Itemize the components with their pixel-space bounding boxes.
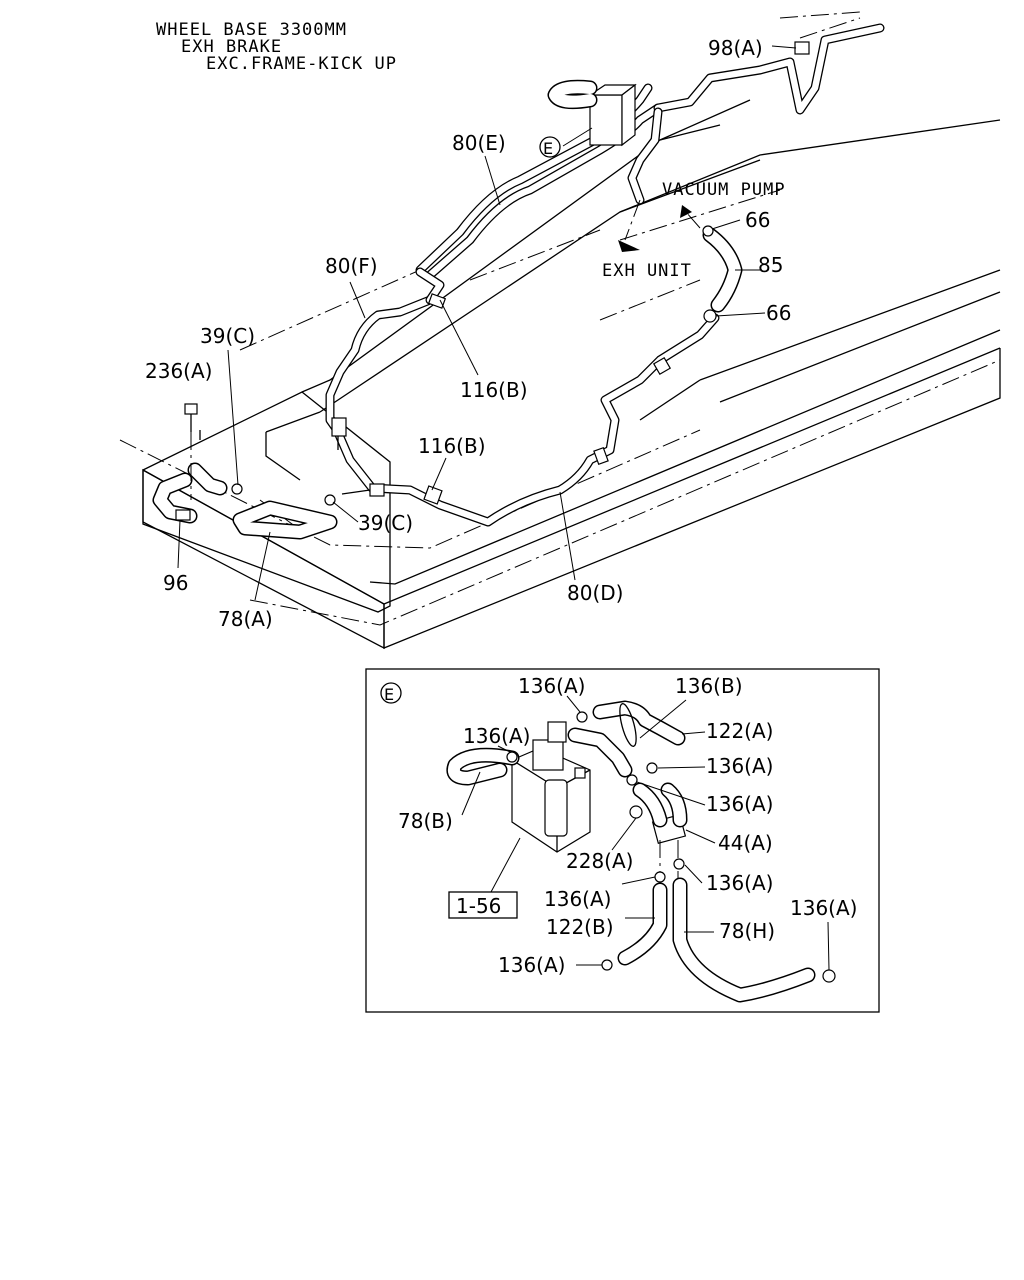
clamp-66-top — [702, 225, 714, 237]
centerline-3 — [619, 189, 781, 241]
joint-80d — [593, 446, 609, 466]
label-39c-bottom: 39(C) — [358, 511, 413, 535]
label-116b-bottom: 116(B) — [418, 434, 486, 458]
label-80d: 80(D) — [567, 581, 623, 605]
detail-clamp-4 — [626, 774, 638, 786]
frame-lower-rail-top — [142, 347, 1001, 605]
bolt-236a-head — [184, 403, 198, 415]
callout-circle-e-main — [539, 136, 561, 158]
main-labels: 98(A) 80(E) E VACUUM PUMP 66 EXH UNIT 85… — [145, 36, 791, 631]
chassis-frame — [119, 11, 1001, 650]
label-96: 96 — [163, 571, 188, 595]
detail-label-122a: 122(A) — [706, 719, 773, 743]
detail-clamp-3 — [646, 762, 658, 774]
detail-label-228a: 228(A) — [566, 849, 633, 873]
label-66-top: 66 — [745, 208, 770, 232]
frame-upper-rail-4 — [619, 119, 1001, 213]
detail-filter-cylinder — [544, 779, 568, 837]
frame-lower-rail-edge — [383, 348, 1001, 649]
bolt-39c — [341, 489, 371, 495]
cross-member-left — [265, 432, 301, 481]
reference-label-1-56: 1-56 — [456, 894, 501, 918]
detail-label-122b: 122(B) — [546, 915, 614, 939]
joint-116b-top — [427, 293, 447, 309]
centerline-7 — [239, 269, 421, 351]
centerline-9 — [799, 17, 861, 39]
label-80e: 80(E) — [452, 131, 506, 155]
detail-label-78b: 78(B) — [398, 809, 453, 833]
header-line-wheel-base: WHEEL BASE 3300MM — [156, 20, 347, 40]
detail-nut-228a — [629, 805, 643, 819]
frame-mid-rail-1 — [699, 269, 1001, 381]
frame-lower-rail-inner — [369, 329, 1001, 585]
detail-valve-fitting — [574, 767, 586, 779]
detail-e-callout-circle — [380, 682, 402, 704]
label-78a: 78(A) — [218, 607, 273, 631]
detail-label-136a-4: 136(A) — [706, 792, 773, 816]
label-66-bottom: 66 — [766, 301, 791, 325]
main-fittings — [175, 41, 810, 521]
header-line-frame-kick-up: EXC.FRAME-KICK UP — [206, 54, 397, 74]
label-98a: 98(A) — [708, 36, 763, 60]
label-80f: 80(F) — [325, 254, 378, 278]
detail-label-136a-7: 136(A) — [790, 896, 857, 920]
label-39c-top: 39(C) — [200, 324, 255, 348]
centerline-6 — [249, 359, 1001, 626]
joint-80d-upper — [652, 356, 672, 376]
detail-label-78h: 78(H) — [719, 919, 775, 943]
fitting-98a — [794, 41, 810, 55]
detail-clamp-8 — [822, 969, 836, 983]
fitting-39c — [369, 483, 385, 497]
detail-label-136a-8: 136(A) — [498, 953, 565, 977]
frame-mid-rail-2 — [719, 291, 1001, 403]
exh-valve-side — [621, 83, 636, 147]
vacuum-pipes — [152, 23, 885, 540]
detail-e-circle-label: E — [384, 685, 394, 704]
centerline-8 — [779, 11, 861, 19]
detail-e-border — [365, 668, 880, 1013]
header-text: WHEEL BASE 3300MM EXH BRAKE EXC.FRAME-KI… — [156, 20, 397, 74]
main-leader-lines — [177, 45, 797, 601]
label-exh-unit: EXH UNIT — [602, 261, 692, 281]
label-116b-top: 116(B) — [460, 378, 528, 402]
cross-member-top — [265, 411, 321, 433]
detail-hose-clamp-136b — [619, 703, 637, 747]
reference-box-1-56 — [448, 891, 518, 919]
detail-label-136a-2: 136(A) — [463, 724, 530, 748]
detail-label-136a-3: 136(A) — [706, 754, 773, 778]
clamp-66-bottom — [703, 309, 717, 323]
detail-clamp-7 — [601, 959, 613, 971]
clip-80f — [331, 417, 347, 437]
joint-116b — [423, 485, 443, 505]
detail-label-136a-6: 136(A) — [706, 871, 773, 895]
frame-mid-rail-3 — [639, 379, 701, 421]
detail-clamp-2 — [506, 751, 518, 763]
detail-label-136a-5: 136(A) — [544, 887, 611, 911]
clamp-96 — [175, 509, 191, 521]
detail-valve-head — [532, 739, 564, 771]
detail-clamp-1 — [576, 711, 588, 723]
detail-clamp-5 — [654, 871, 666, 883]
label-236a: 236(A) — [145, 359, 212, 383]
header-line-exh-brake: EXH BRAKE — [181, 37, 282, 57]
frame-upper-rail-1 — [301, 99, 751, 393]
nut-39c-bottom — [324, 494, 336, 506]
detail-valve-top — [547, 721, 567, 743]
detail-label-136b: 136(B) — [675, 674, 743, 698]
centerline-4 — [599, 279, 701, 321]
detail-label-44a: 44(A) — [718, 831, 773, 855]
centerline-5 — [469, 229, 601, 281]
label-circle-e-main: E — [543, 139, 553, 158]
nut-39c — [231, 483, 243, 495]
frame-upper-rail-3 — [659, 124, 721, 141]
label-vacuum-pump: VACUUM PUMP — [662, 180, 786, 200]
detail-clamp-6 — [673, 858, 685, 870]
detail-label-136a-1: 136(A) — [518, 674, 585, 698]
label-85: 85 — [758, 253, 783, 277]
detail-e-panel: E — [365, 668, 880, 1013]
